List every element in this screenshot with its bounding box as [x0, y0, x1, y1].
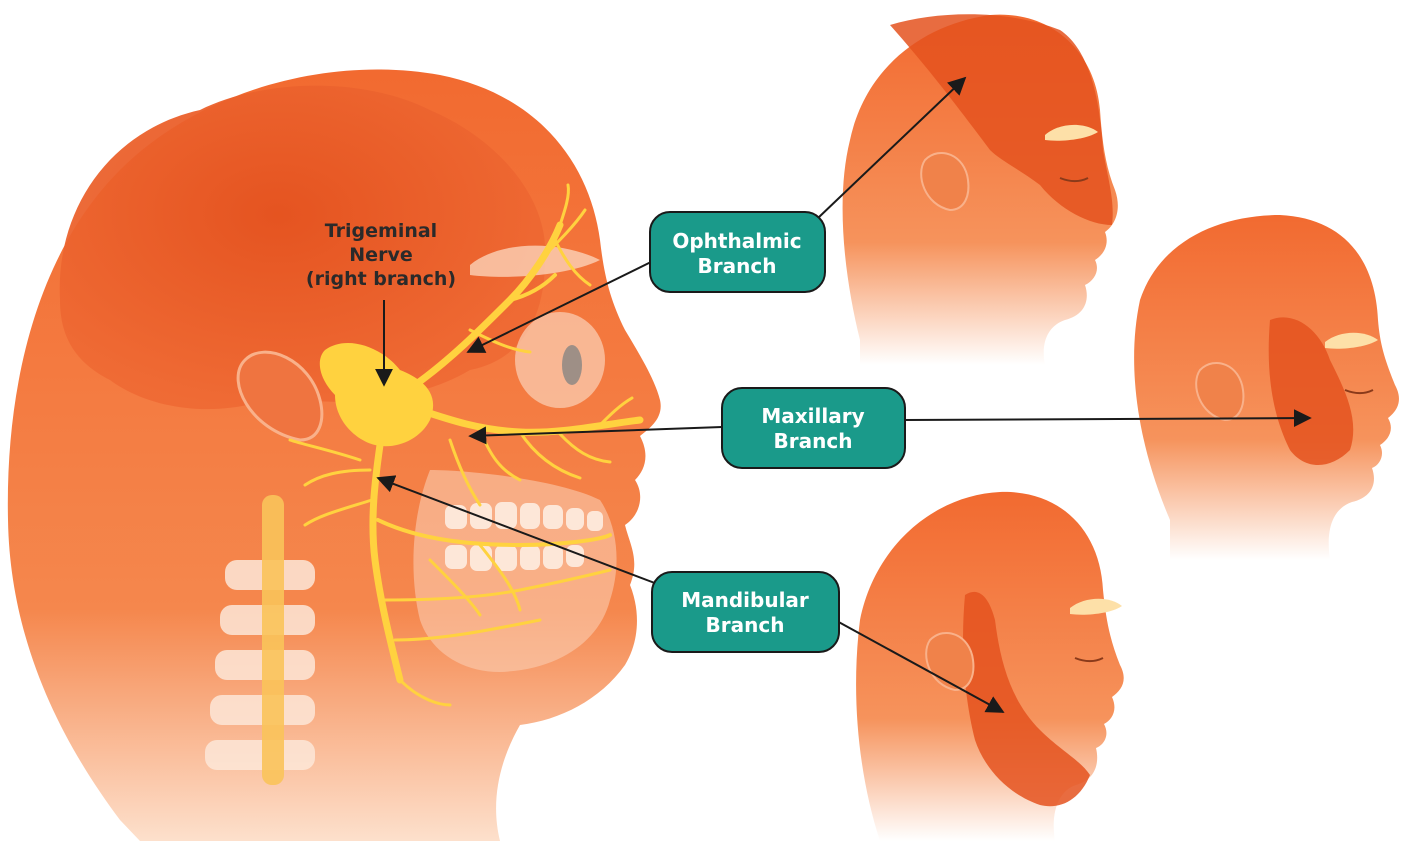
trigeminal-label-line2: Nerve — [349, 244, 412, 266]
mandibular-label-line1: Mandibular — [681, 588, 809, 612]
maxillary-head-silhouette — [1134, 215, 1399, 560]
ophthalmic-label: Ophthalmic Branch — [650, 212, 825, 292]
ophthalmic-label-line2: Branch — [698, 254, 777, 278]
maxillary-label-line1: Maxillary — [761, 404, 864, 428]
trigeminal-label-line3: (right branch) — [306, 268, 456, 290]
maxillary-label-line2: Branch — [774, 429, 853, 453]
mandibular-label-box — [652, 572, 839, 652]
maxillary-label-box — [722, 388, 905, 468]
mandibular-label: Mandibular Branch — [652, 572, 839, 652]
spinal-column — [262, 495, 284, 785]
ophthalmic-label-line1: Ophthalmic — [672, 229, 801, 253]
maxillary-label: Maxillary Branch — [722, 388, 905, 468]
brain-shape — [60, 86, 546, 410]
trigeminal-label-line1: Trigeminal — [325, 220, 437, 242]
mandibular-head — [856, 492, 1124, 841]
mandibular-label-line2: Branch — [706, 613, 785, 637]
eye-socket — [515, 312, 605, 408]
ophthalmic-head — [843, 14, 1118, 365]
main-head — [8, 69, 661, 841]
eye — [562, 345, 582, 385]
maxillary-head — [1134, 215, 1399, 560]
